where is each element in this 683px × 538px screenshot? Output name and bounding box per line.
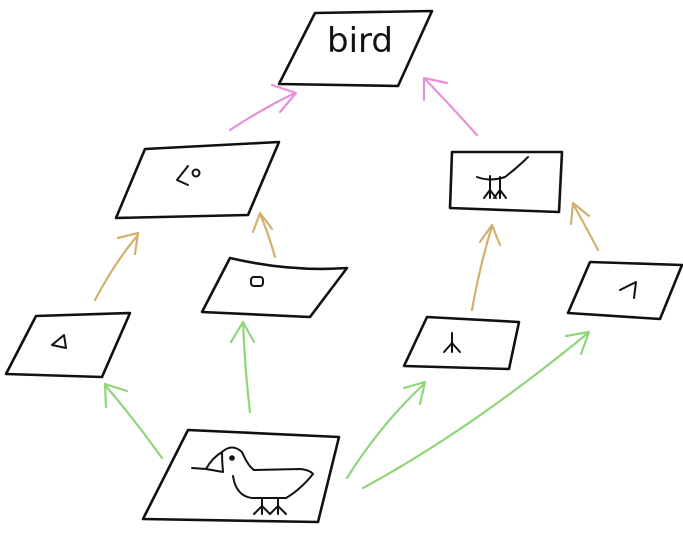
arrow-beak-to-head [93, 231, 140, 302]
arrow-feet-to-body [470, 223, 502, 312]
arrow-image-to-beak [103, 382, 164, 460]
foot-fragment-icon [443, 332, 461, 353]
arrow-body-features-to-bird [422, 76, 479, 137]
arrow-image-to-tail [361, 330, 591, 490]
tail-feature-card [566, 260, 683, 321]
beak-fragment-icon [51, 334, 67, 349]
body-sketch-icon [476, 156, 529, 181]
eye-fragment-icon [250, 276, 264, 287]
bird-label: bird [327, 21, 393, 61]
feet-feature-card [402, 315, 521, 371]
eye-sketch-icon [191, 168, 201, 178]
arrow-eye-to-head [251, 211, 277, 259]
arrow-image-to-eye [229, 320, 256, 414]
feet-sketch-icon [483, 175, 507, 199]
bird-image-card [141, 428, 341, 524]
beak-sketch-icon [176, 165, 189, 186]
beak-feature-card [4, 311, 132, 379]
eye-feature-card [200, 256, 349, 319]
arrow-head-features-to-bird [228, 83, 298, 132]
body-features-card [448, 150, 564, 214]
tail-fragment-icon [619, 281, 637, 299]
arrows [93, 76, 600, 490]
bird-category-card: bird [277, 9, 434, 88]
bird-drawing-icon [191, 446, 314, 515]
arrow-image-to-feet [345, 380, 427, 480]
head-features-card [114, 140, 281, 220]
arrow-tail-to-body [569, 201, 600, 252]
